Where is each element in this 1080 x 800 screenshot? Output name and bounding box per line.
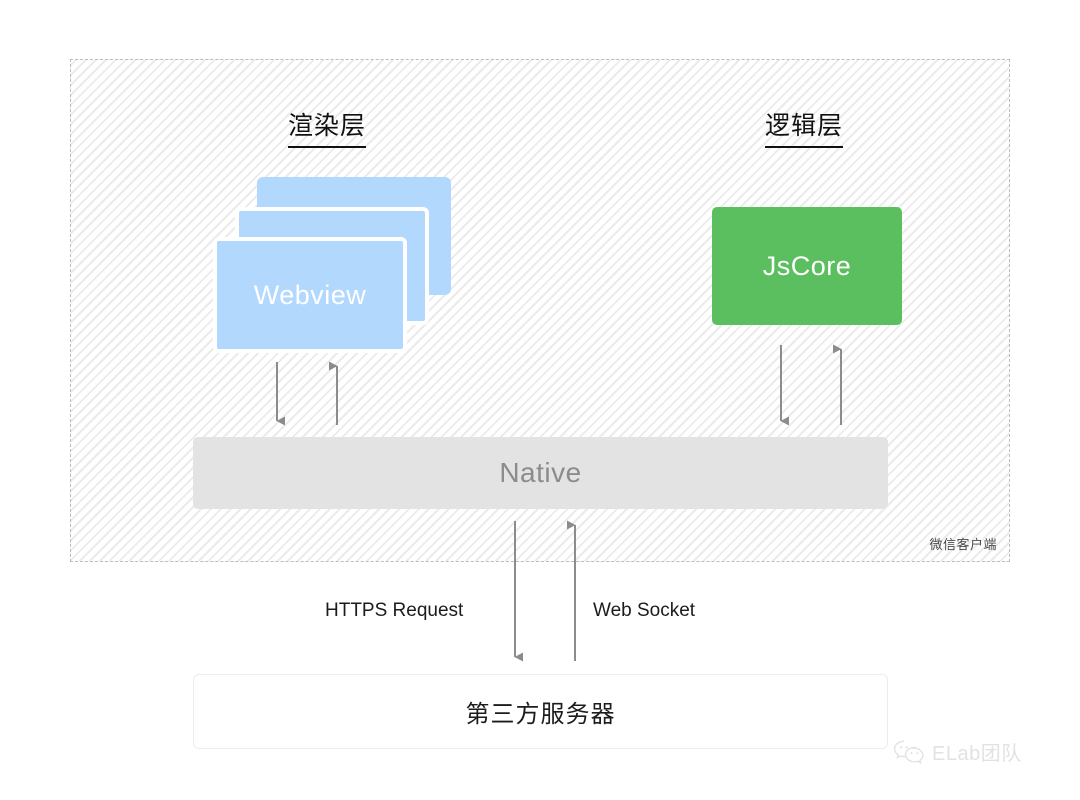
jscore-node[interactable]: JsCore bbox=[712, 207, 902, 325]
third-party-server-node[interactable]: 第三方服务器 bbox=[193, 674, 888, 749]
watermark: ELab团队 bbox=[893, 737, 1022, 766]
wechat-icon bbox=[893, 740, 924, 764]
webview-card-front[interactable]: Webview bbox=[213, 237, 407, 353]
native-label: Native bbox=[499, 457, 582, 488]
connector-label-https-request: HTTPS Request bbox=[325, 600, 464, 621]
jscore-label: JsCore bbox=[762, 250, 852, 281]
webview-stack[interactable]: Webview bbox=[213, 177, 453, 353]
webview-label: Webview bbox=[253, 279, 367, 310]
native-node[interactable]: Native bbox=[193, 437, 888, 509]
layer-title-logic: 逻辑层 bbox=[765, 106, 844, 148]
connector-label-web-socket: Web Socket bbox=[593, 600, 696, 621]
watermark-text: ELab团队 bbox=[932, 743, 1022, 765]
wechat-client-label: 微信客户端 bbox=[929, 537, 997, 552]
layer-title-render: 渲染层 bbox=[288, 106, 367, 148]
third-party-server-label: 第三方服务器 bbox=[465, 701, 616, 728]
